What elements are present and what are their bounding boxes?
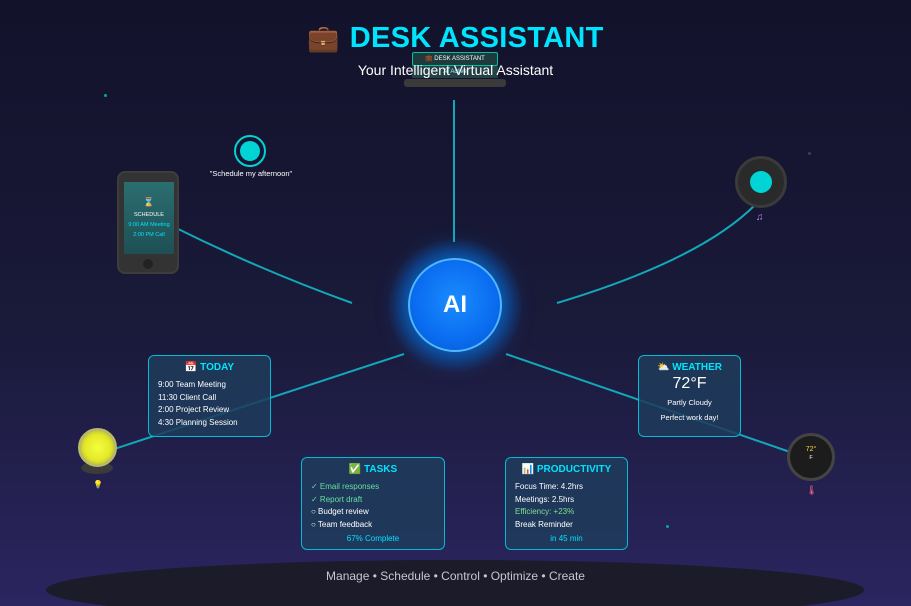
- decorative-star: [808, 152, 811, 155]
- productivity-stats: Focus Time: 4.2hrs Meetings: 2.5hrs Effi…: [506, 475, 627, 531]
- ai-core-button[interactable]: AI: [408, 258, 502, 352]
- task-item-pending[interactable]: ○ Budget review: [311, 507, 369, 516]
- speaker-light: [750, 171, 772, 193]
- app-header: 💼 DESK ASSISTANT: [0, 22, 911, 55]
- lightbulb-icon: 💡: [93, 480, 103, 489]
- focus-time-stat: Focus Time: 4.2hrs: [515, 482, 584, 491]
- productivity-title-label: PRODUCTIVITY: [536, 464, 612, 475]
- productivity-card-title: 📊 PRODUCTIVITY: [506, 464, 627, 475]
- today-card-title: 📅 TODAY: [149, 362, 270, 373]
- phone-device[interactable]: ⌛ SCHEDULE 9:00 AM Meeting 2:00 PM Call: [117, 171, 179, 274]
- hourglass-icon: ⌛: [143, 197, 155, 207]
- productivity-card[interactable]: 📊 PRODUCTIVITY Focus Time: 4.2hrs Meetin…: [505, 457, 628, 550]
- checkbox-icon: ✅: [348, 464, 362, 475]
- phone-home-button[interactable]: [143, 259, 153, 269]
- today-event: 9:00 Team Meeting: [158, 380, 226, 389]
- page-title: DESK ASSISTANT: [349, 22, 604, 54]
- tasks-progress-text: 67% Complete: [346, 534, 400, 543]
- weather-message: Perfect work day!: [660, 413, 719, 422]
- today-event: 4:30 Planning Session: [158, 417, 238, 427]
- thermostat-unit: F: [809, 455, 813, 461]
- tasks-card-title: ✅ TASKS: [302, 464, 444, 475]
- task-item-done[interactable]: ✓ Report draft: [311, 494, 363, 504]
- voice-command-text: "Schedule my afternoon": [209, 169, 293, 178]
- bar-chart-icon: 📊: [521, 464, 535, 475]
- tasks-title-label: TASKS: [364, 464, 398, 475]
- weather-temperature: 72°F: [672, 375, 707, 392]
- phone-schedule-item: 9:00 AM Meeting: [128, 222, 170, 228]
- music-note-icon: ♫: [756, 212, 764, 223]
- today-event-list: 9:00 Team Meeting 11:30 Client Call 2:00…: [149, 373, 270, 429]
- weather-card-title: ⛅ WEATHER: [639, 362, 740, 373]
- partly-cloudy-icon: ⛅: [656, 362, 670, 373]
- phone-schedule-item: 2:00 PM Call: [133, 232, 165, 238]
- weather-card[interactable]: ⛅ WEATHER 72°F Partly Cloudy Perfect wor…: [638, 355, 741, 437]
- desk-monitor: 💼 DESK ASSISTANT AI Active: [404, 52, 506, 88]
- monitor-screen-status: AI Active: [412, 66, 498, 78]
- break-reminder-label: Break Reminder: [515, 519, 573, 529]
- voice-input-button[interactable]: [234, 135, 266, 167]
- today-card[interactable]: 📅 TODAY 9:00 Team Meeting 11:30 Client C…: [148, 355, 271, 437]
- efficiency-stat: Efficiency: +23%: [515, 507, 575, 516]
- weather-condition: Partly Cloudy: [667, 398, 712, 407]
- smart-lamp[interactable]: [78, 428, 117, 467]
- phone-heading: SCHEDULE: [134, 212, 164, 218]
- phone-screen: ⌛ SCHEDULE 9:00 AM Meeting 2:00 PM Call: [124, 182, 174, 254]
- footer-tagline: Manage • Schedule • Control • Optimize •…: [326, 569, 585, 583]
- calendar-icon: 📅: [184, 362, 198, 373]
- smart-speaker[interactable]: [735, 156, 787, 208]
- decorative-star: [104, 94, 107, 97]
- decorative-star: [666, 525, 669, 528]
- tasks-card[interactable]: ✅ TASKS ✓ Email responses ✓ Report draft…: [301, 457, 445, 550]
- task-list: ✓ Email responses ✓ Report draft ○ Budge…: [302, 475, 444, 531]
- briefcase-icon: 💼: [307, 23, 340, 53]
- thermostat-temperature: 72°: [805, 446, 817, 453]
- weather-title-label: WEATHER: [672, 362, 723, 373]
- microphone-icon: [240, 141, 260, 161]
- today-event: 2:00 Project Review: [158, 405, 230, 414]
- thermometer-icon: 🌡: [806, 485, 818, 495]
- task-item-pending[interactable]: ○ Team feedback: [311, 519, 373, 529]
- desk-surface: [46, 560, 864, 606]
- monitor-keyboard: [404, 79, 506, 87]
- page-subtitle: Your Intelligent Virtual Assistant: [357, 62, 554, 78]
- task-item-done[interactable]: ✓ Email responses: [311, 482, 380, 491]
- today-event: 11:30 Client Call: [158, 392, 217, 402]
- today-title-label: TODAY: [200, 362, 235, 373]
- break-reminder-time: in 45 min: [550, 534, 583, 543]
- monitor-screen-title: 💼 DESK ASSISTANT: [412, 52, 498, 66]
- meetings-stat: Meetings: 2.5hrs: [515, 494, 575, 504]
- smart-thermostat[interactable]: 72° F: [787, 433, 835, 481]
